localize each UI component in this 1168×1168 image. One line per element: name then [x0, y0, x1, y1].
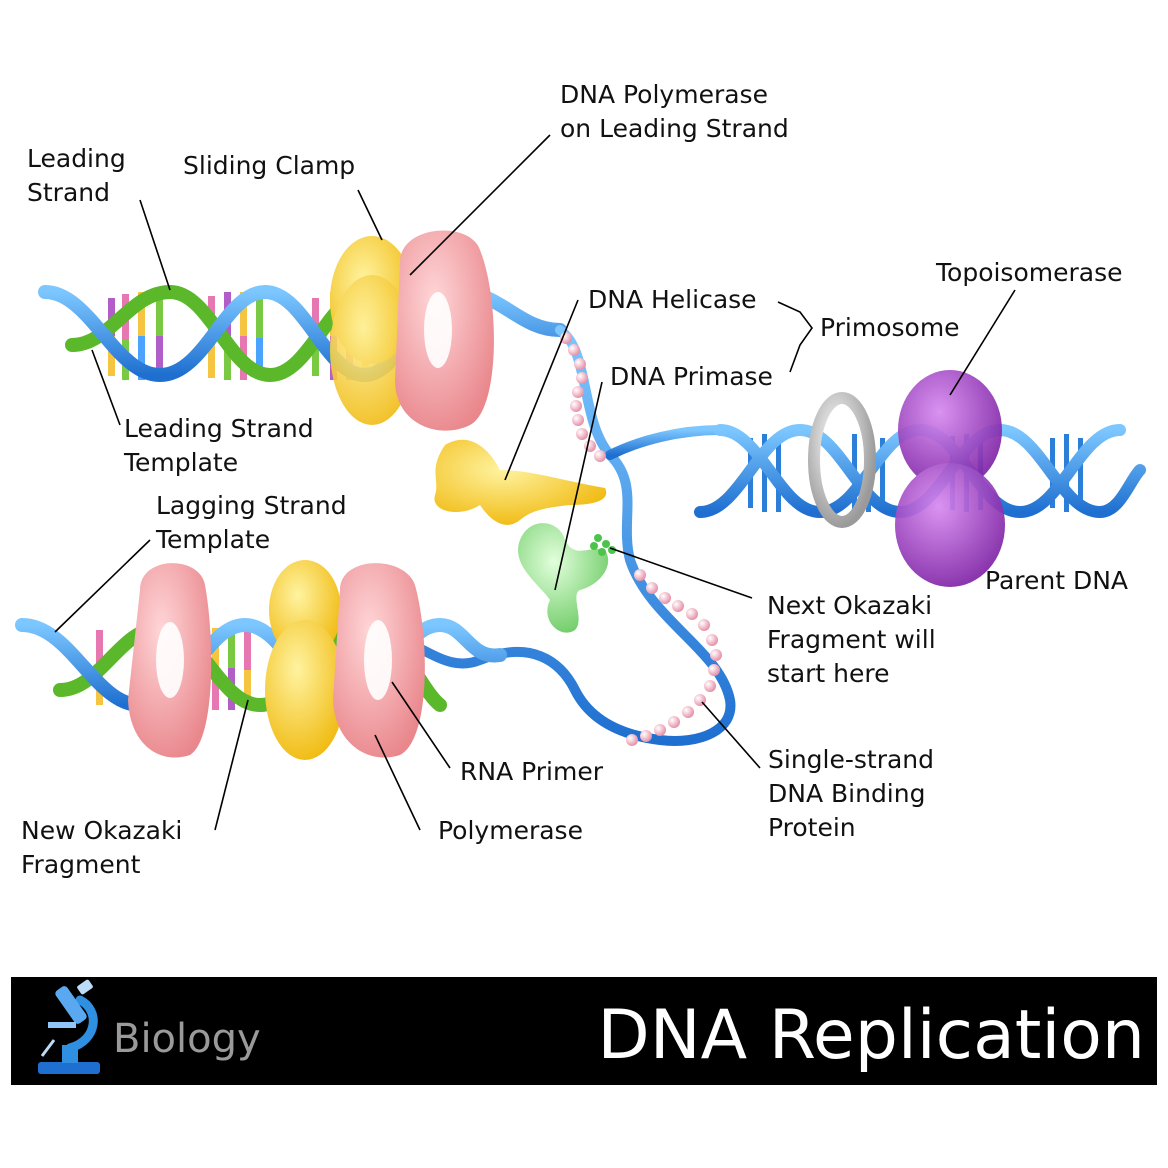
- leader-lines: [54, 134, 1016, 831]
- label-primosome: Primosome: [820, 313, 960, 342]
- fork-strand-2: [605, 425, 725, 460]
- footer-title: DNA Replication: [597, 996, 1145, 1075]
- microscope-icon: [38, 979, 100, 1074]
- label-lagging-template-2: Template: [155, 525, 270, 554]
- label-leading-strand-2: Strand: [27, 178, 110, 207]
- grey-ring: [808, 392, 876, 528]
- sliding-clamp-lower: [265, 560, 345, 760]
- label-new-okazaki-1: New Okazaki: [21, 816, 182, 845]
- label-next-okazaki-1: Next Okazaki: [767, 591, 932, 620]
- label-polymerase: Polymerase: [438, 816, 583, 845]
- sliding-clamp-upper: [330, 236, 414, 425]
- label-leading-template-1: Leading Strand: [124, 414, 314, 443]
- label-sliding-clamp: Sliding Clamp: [183, 151, 355, 180]
- label-rna-primer: RNA Primer: [460, 757, 604, 786]
- primer-dots: [590, 534, 616, 556]
- label-leading-strand-1: Leading: [27, 144, 126, 173]
- label-next-okazaki-2: Fragment will: [767, 625, 936, 654]
- label-dna-polymerase-1: DNA Polymerase: [560, 80, 768, 109]
- label-topoisomerase: Topoisomerase: [935, 258, 1123, 287]
- label-ssb-2: DNA Binding: [768, 779, 925, 808]
- lagging-helix: [15, 617, 507, 713]
- polymerase-lower-right: [333, 563, 425, 758]
- dna-helicase-shape: [434, 439, 607, 525]
- label-ssb-3: Protein: [768, 813, 856, 842]
- label-next-okazaki-3: start here: [767, 659, 890, 688]
- label-dna-polymerase-2: on Leading Strand: [560, 114, 789, 143]
- polymerase-lower-left: [128, 563, 212, 758]
- footer-banner: Biology DNA Replication: [11, 977, 1157, 1085]
- label-dna-primase: DNA Primase: [610, 362, 773, 391]
- dna-primase-shape: [517, 523, 609, 633]
- label-parent-dna: Parent DNA: [985, 566, 1128, 595]
- footer-category: Biology: [113, 1016, 261, 1062]
- topoisomerase-shape: [895, 370, 1005, 587]
- label-dna-helicase: DNA Helicase: [588, 285, 757, 314]
- label-new-okazaki-2: Fragment: [21, 850, 141, 879]
- label-leading-template-2: Template: [123, 448, 238, 477]
- label-ssb-1: Single-strand: [768, 745, 934, 774]
- dna-polymerase-leading: [395, 230, 494, 431]
- label-lagging-template-1: Lagging Strand: [156, 491, 347, 520]
